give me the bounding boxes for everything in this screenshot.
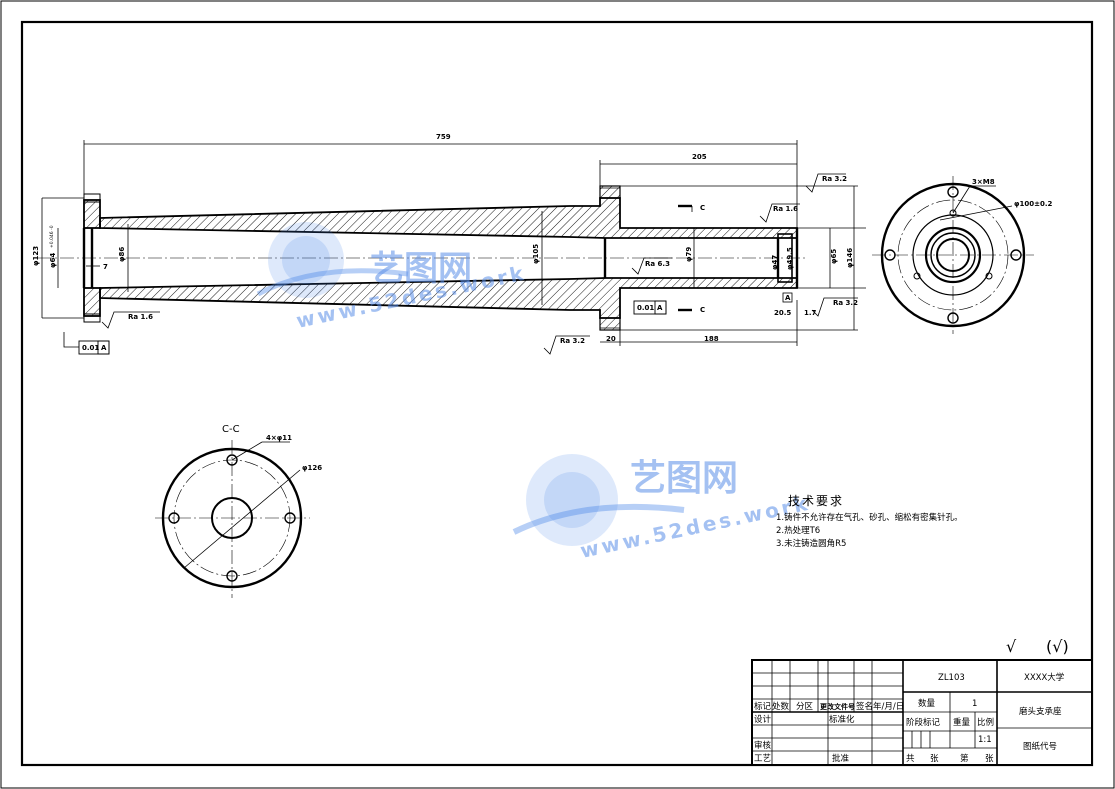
tb-approve: 批准 [832, 753, 850, 764]
hatch-upper-wall [99, 197, 798, 239]
watermark-2: 艺图网 www.52des.work [512, 454, 812, 563]
section-c-c-view: C-C 4×φ11 φ126 [155, 424, 322, 598]
section-mark-c-bottom: C [700, 306, 705, 314]
roughness-symbol-1: Ra 3.2 [805, 173, 847, 193]
tolerance-frame-mid: 0.01 A [633, 300, 667, 315]
tb-date: 年/月/日 [873, 701, 904, 712]
tb-design: 设计 [754, 714, 772, 725]
tb-count: 处数 [772, 701, 790, 712]
tb-sheet-unit-1: 张 [930, 754, 939, 764]
dim-tol-64: +0.046 -0 [49, 225, 55, 248]
roughness-symbol-4: Ra 1.6 [101, 311, 160, 329]
dim-small-7: 7 [103, 263, 108, 271]
tb-weight-label: 重量 [953, 717, 971, 728]
left-flange-top [83, 199, 101, 229]
section-mark-c-top: C [700, 204, 705, 212]
tb-zone: 分区 [796, 702, 814, 712]
end-view: 3×M8 φ100±0.2 [872, 176, 1052, 334]
tb-check: 审核 [754, 740, 772, 751]
dim-dia-79: φ79 [685, 247, 693, 262]
left-flange-bottom [83, 287, 101, 317]
tb-material: ZL103 [938, 673, 965, 683]
section-holes-label: 4×φ11 [266, 434, 292, 442]
main-section-view: 759 205 188 20 φ123 φ64 +0.046 -0 7 φ86 … [32, 133, 866, 355]
title-block: ZL103 XXXX大学 磨头支承座 图纸代号 数量 1 阶段标记 重量 比例 … [751, 659, 1093, 766]
svg-text:Ra 1.6: Ra 1.6 [773, 205, 798, 213]
tb-stage-label: 阶段标记 [906, 717, 941, 728]
watermark-1: 艺图网 www.52des.work [256, 222, 528, 333]
tb-change-doc: 更改文件号 [820, 702, 855, 711]
svg-text:A: A [657, 304, 663, 312]
right-end-groove [777, 233, 793, 283]
svg-text:Ra 3.2: Ra 3.2 [833, 299, 858, 307]
dim-dia-123: φ123 [32, 246, 40, 266]
general-roughness-symbol: √ [1006, 637, 1017, 656]
tb-quantity-value: 1 [972, 699, 977, 709]
dim-dia-86: φ86 [118, 247, 126, 262]
tb-sheet-unit-2: 张 [985, 754, 994, 764]
tb-sign: 签名 [856, 701, 873, 712]
general-roughness-bracket: (√) [1046, 637, 1069, 656]
tb-scale-label: 比例 [977, 717, 994, 728]
roughness-symbol-3: Ra 6.3 [631, 257, 672, 275]
tech-req-item-1: 1.铸件不允许存在气孔、砂孔、缩松有密集针孔。 [776, 512, 963, 523]
svg-text:0.01: 0.01 [82, 344, 99, 352]
dim-dia-65: φ65 [830, 249, 838, 264]
tech-req-item-2: 2.热处理T6 [776, 525, 820, 536]
dim-flange-width: 20 [606, 335, 616, 343]
section-pcd-label: φ126 [302, 464, 322, 472]
tech-req-item-3: 3.未注铸造圆角R5 [776, 538, 846, 549]
dim-dia-64: φ64 [49, 253, 57, 268]
tech-req-title: 技术要求 [788, 494, 844, 508]
svg-text:Ra 6.3: Ra 6.3 [645, 260, 670, 268]
tb-drawing-code: 图纸代号 [1023, 741, 1057, 752]
section-c-c-title: C-C [222, 424, 240, 435]
tb-part-name: 磨头支承座 [1019, 706, 1062, 717]
tb-school: XXXX大学 [1024, 672, 1065, 683]
svg-text:艺图网: 艺图网 [630, 458, 738, 499]
dim-20-5: 20.5 [774, 309, 791, 317]
inner-frame [20, 20, 1094, 767]
dim-right-section: 205 [692, 153, 707, 161]
dim-dia-47: φ47 [771, 255, 779, 270]
end-view-holes-label: 3×M8 [972, 178, 995, 186]
tb-mark: 标记 [754, 701, 772, 712]
dim-right-bore: 188 [704, 335, 719, 343]
dim-dia-49-5: φ49.5 [786, 247, 794, 270]
tb-sheet-label: 第 [960, 753, 969, 764]
datum-a-marker: A [785, 294, 791, 302]
tb-total-label: 共 [906, 754, 915, 764]
svg-text:艺图网: 艺图网 [370, 249, 472, 289]
svg-text:Ra 1.6: Ra 1.6 [128, 313, 153, 321]
roughness-symbol-2: Ra 1.6 [759, 203, 800, 223]
dim-dia-105: φ105 [532, 244, 540, 264]
dim-overall-length: 759 [436, 133, 451, 141]
dim-1-7: 1.7 [804, 309, 817, 317]
roughness-symbol-5: Ra 3.2 [543, 335, 590, 355]
tb-standardize: 标准化 [829, 714, 855, 725]
svg-text:A: A [101, 344, 107, 352]
tolerance-frame-left: 0.01 A [63, 332, 110, 355]
tb-quantity-label: 数量 [918, 698, 936, 709]
technical-requirements: 技术要求 1.铸件不允许存在气孔、砂孔、缩松有密集针孔。 2.热处理T6 3.未… [776, 494, 963, 549]
svg-text:Ra 3.2: Ra 3.2 [822, 175, 847, 183]
dim-dia-146: φ146 [846, 248, 854, 268]
roughness-symbol-6: Ra 3.2 [811, 297, 858, 317]
end-view-pcd-label: φ100±0.2 [1014, 200, 1052, 208]
tb-scale-value: 1:1 [978, 735, 992, 745]
svg-text:0.01: 0.01 [637, 304, 654, 312]
svg-text:Ra 3.2: Ra 3.2 [560, 337, 585, 345]
tb-process: 工艺 [754, 754, 771, 764]
